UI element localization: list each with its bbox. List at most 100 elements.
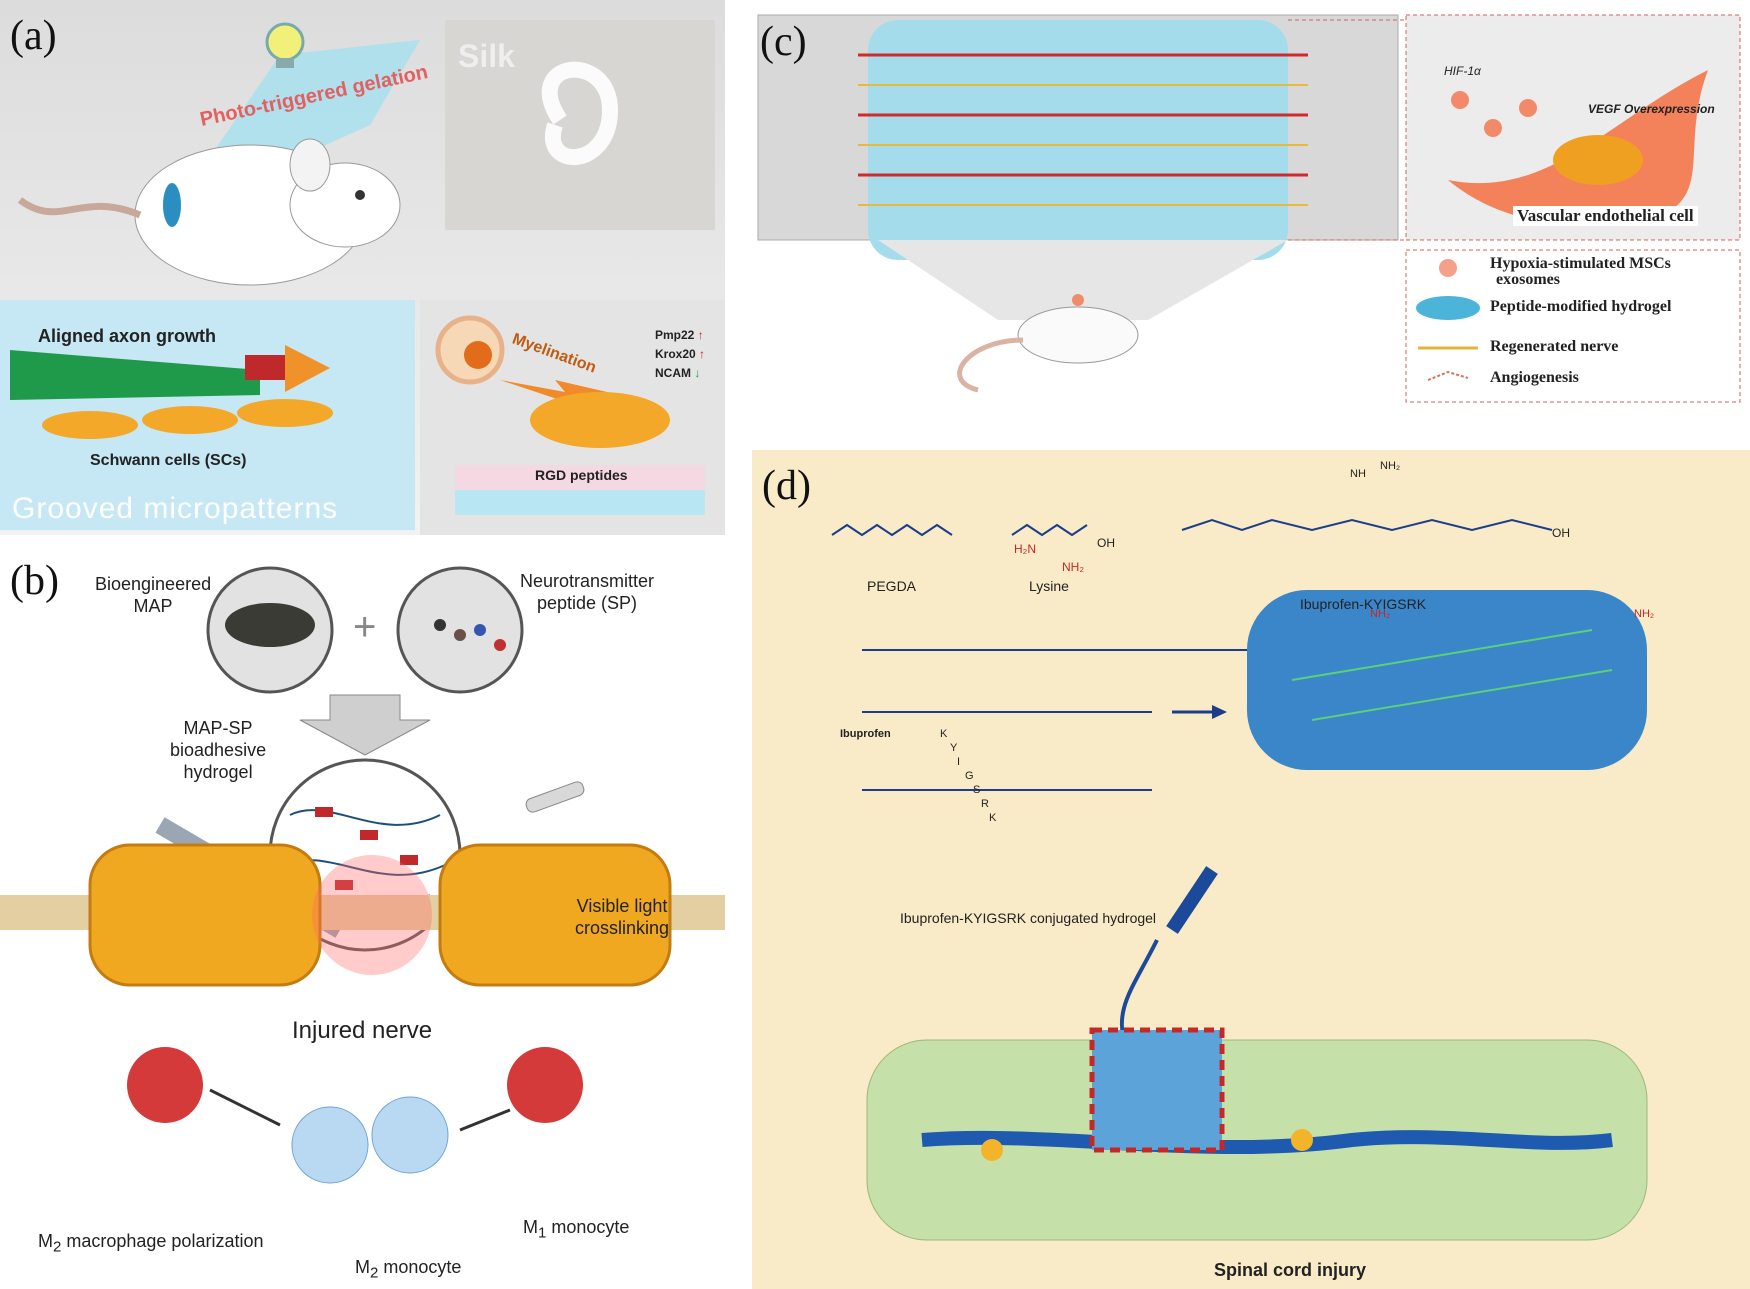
rgd-substrate-base	[455, 490, 705, 515]
hydrogel-fibers	[1291, 629, 1613, 721]
m1-monocyte-label: M1 monocyte	[523, 1217, 630, 1242]
projection-cone	[878, 240, 1288, 320]
exosome-icon	[1519, 99, 1537, 117]
crosslink	[315, 807, 333, 817]
grooved-label: Grooved micropatterns	[12, 492, 339, 525]
schwann-cell	[42, 411, 138, 439]
vascular-label: Vascular endothelial cell	[1513, 206, 1698, 226]
light-bulb-icon	[265, 22, 305, 62]
pegda-structure	[831, 523, 953, 537]
implant-spot	[1072, 294, 1084, 306]
schwann-label: Schwann cells (SCs)	[90, 452, 247, 469]
m2-monocyte-icon	[291, 1106, 369, 1184]
growth-arrow-head	[285, 345, 330, 392]
legend-hydrogel-icon	[1416, 296, 1480, 320]
mouse-ear	[289, 138, 331, 192]
legend-exosome-text: Hypoxia-stimulated MSCs exosomes	[1490, 255, 1671, 288]
peptide-nh2-c: NH₂	[1634, 608, 1655, 620]
crosslink	[335, 880, 353, 890]
sequence-k2: K	[989, 812, 997, 824]
peptide-oh: OH	[1552, 526, 1570, 540]
schwann-cell	[237, 399, 333, 427]
m2-monocyte-icon	[371, 1096, 449, 1174]
conjugated-hydrogel-label: Ibuprofen-KYIGSRK conjugated hydrogel	[900, 910, 1157, 926]
polarization-arrow	[209, 1088, 281, 1127]
neuron-nucleus	[1291, 1129, 1313, 1151]
spinal-cord-injury-label: Spinal cord injury	[1214, 1260, 1367, 1280]
myelinating-cell	[530, 392, 670, 448]
nerve-sheath-left	[88, 843, 322, 987]
silk-fiber	[541, 61, 619, 165]
rgd-label: RGD peptides	[535, 467, 628, 483]
ibuprofen-peptide-structure	[1181, 518, 1553, 532]
panel-c: (c) HIF-1α VEGF Overexpression Vascular …	[748, 0, 1750, 435]
plus-sign: +	[353, 605, 377, 649]
legend-exosome-icon	[1439, 259, 1457, 277]
crosslink	[360, 830, 378, 840]
panel-b: (b) Bioengineered MAP + Neurotransmitter…	[0, 545, 725, 1289]
panel-c-label: (c)	[760, 19, 807, 65]
lysine-structure	[1011, 523, 1088, 537]
injury-glow	[312, 855, 432, 975]
mussel-icon	[225, 603, 315, 647]
panel-c-illustration	[757, 14, 1741, 403]
sequence-s: S	[973, 784, 981, 796]
cell-nucleus	[1553, 135, 1643, 185]
sequence-k1: K	[940, 728, 948, 740]
lysine-h2n: H₂N	[1014, 542, 1036, 556]
peptide-atom	[494, 639, 506, 651]
panel-d-illustration	[831, 518, 1648, 1241]
lysine-oh: OH	[1097, 536, 1115, 550]
syringe-icon	[1166, 866, 1218, 934]
nucleus	[464, 341, 492, 369]
marker-ncam: NCAM ↓	[655, 366, 701, 380]
m2-polarization-label: M2 macrophage polarization	[38, 1231, 264, 1256]
marker-list: Pmp22 ↑ Krox20 ↑ NCAM ↓	[655, 326, 705, 383]
hydrogel-text: MAP-SP bioadhesive hydrogel	[170, 718, 267, 782]
arrow-head	[1212, 705, 1227, 719]
vegf-label: VEGF Overexpression	[1588, 102, 1715, 116]
ibuprofen-kyigsrk-label: Ibuprofen-KYIGSRK	[1300, 596, 1427, 612]
neuron-axon	[921, 1130, 1613, 1154]
panel-a: (a) Photo-triggered gelation Silk Aligne…	[0, 0, 725, 535]
panel-b-illustration	[0, 566, 725, 1184]
growth-arrow-base	[245, 355, 290, 380]
peptide-nh2-a: NH₂	[1380, 460, 1401, 472]
m2-macrophage-icon	[127, 1047, 203, 1123]
nerve-sheath-right	[438, 843, 672, 987]
marker-krox20: Krox20 ↑	[655, 347, 706, 361]
combine-arrow	[299, 694, 431, 756]
sequence-i: I	[957, 756, 961, 768]
bulb-base	[276, 58, 294, 68]
m1-arrow	[459, 1108, 511, 1132]
panel-a-illustration	[0, 20, 725, 535]
crosslink	[400, 855, 418, 865]
hydrogel-core	[868, 20, 1288, 260]
peptide-atom	[474, 624, 486, 636]
silk-photo	[445, 20, 715, 230]
sequence-y: Y	[950, 742, 958, 754]
lysine-label: Lysine	[1029, 578, 1069, 594]
legend-angio-text: Angiogenesis	[1490, 369, 1579, 386]
peptide-nh2-b: NH₂	[1370, 608, 1391, 620]
exosome-icon	[1484, 119, 1502, 137]
panel-b-label: (b)	[10, 558, 59, 604]
rat-body	[1017, 306, 1139, 364]
light-pen-icon	[525, 781, 585, 813]
exosome-icon	[1451, 91, 1469, 109]
silk-title: Silk	[458, 38, 515, 74]
m2-monocyte-label: M2 monocyte	[355, 1257, 462, 1282]
panel-d: (d) PEGDA Lysine H₂N NH₂ OH Ibuprofen-KY…	[752, 450, 1750, 1289]
endothelial-cell	[1448, 70, 1708, 226]
mouse-eye	[355, 190, 365, 200]
injection-site	[1089, 1027, 1225, 1153]
peptide-atom	[454, 629, 466, 641]
mouse-tail	[17, 197, 142, 219]
hif-label: HIF-1α	[1444, 64, 1481, 78]
legend-peptide-text: Peptide-modified hydrogel	[1490, 298, 1672, 315]
injured-nerve-label: Injured nerve	[292, 1017, 433, 1044]
pegda-label: PEGDA	[867, 578, 917, 594]
sequence-r: R	[981, 798, 989, 810]
implant-site	[163, 183, 181, 227]
lysine-nh2: NH₂	[1062, 560, 1084, 574]
